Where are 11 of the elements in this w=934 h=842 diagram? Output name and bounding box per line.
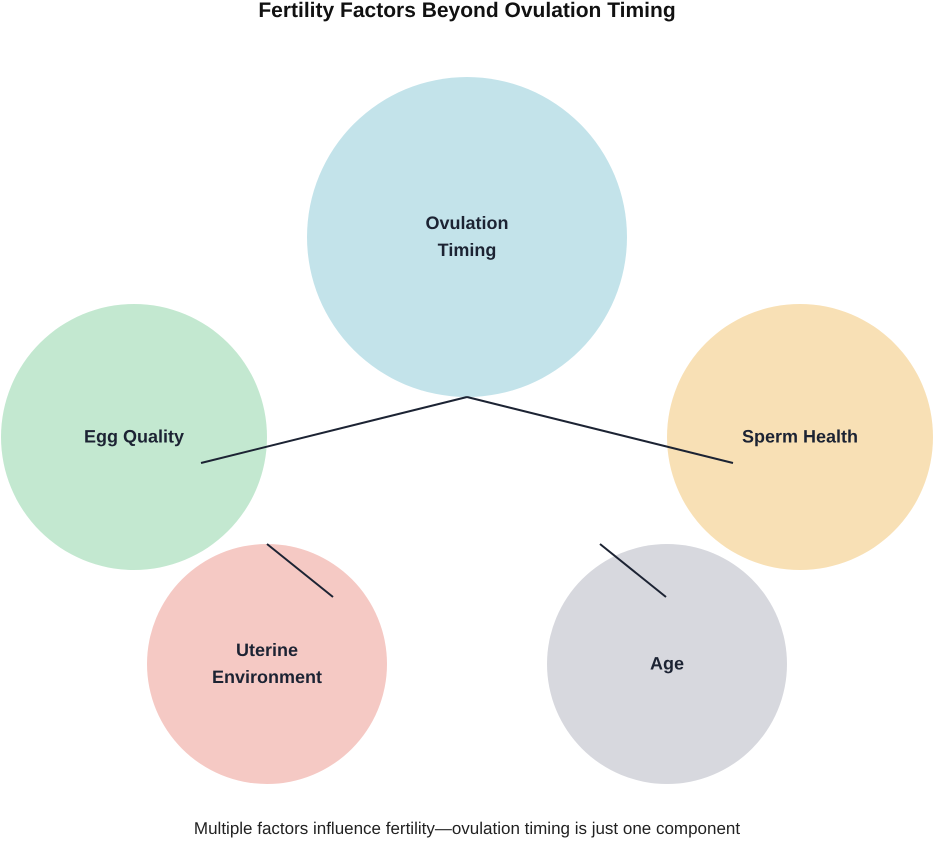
factor-label: Age [650, 654, 684, 674]
connector-line [200, 396, 468, 464]
factor-label: Ovulation Timing [425, 213, 508, 260]
connector-line [266, 543, 334, 598]
connector-line [466, 396, 734, 464]
factor-label: Sperm Health [742, 426, 858, 446]
caption: Multiple factors influence fertility—ovulation timing is just one component [192, 818, 742, 840]
factor-label: Egg Quality [84, 426, 184, 446]
factor-label: Uterine Environment [212, 640, 322, 687]
connector-line [599, 543, 667, 598]
diagram-title: Fertility Factors Beyond Ovulation Timing [257, 0, 677, 24]
